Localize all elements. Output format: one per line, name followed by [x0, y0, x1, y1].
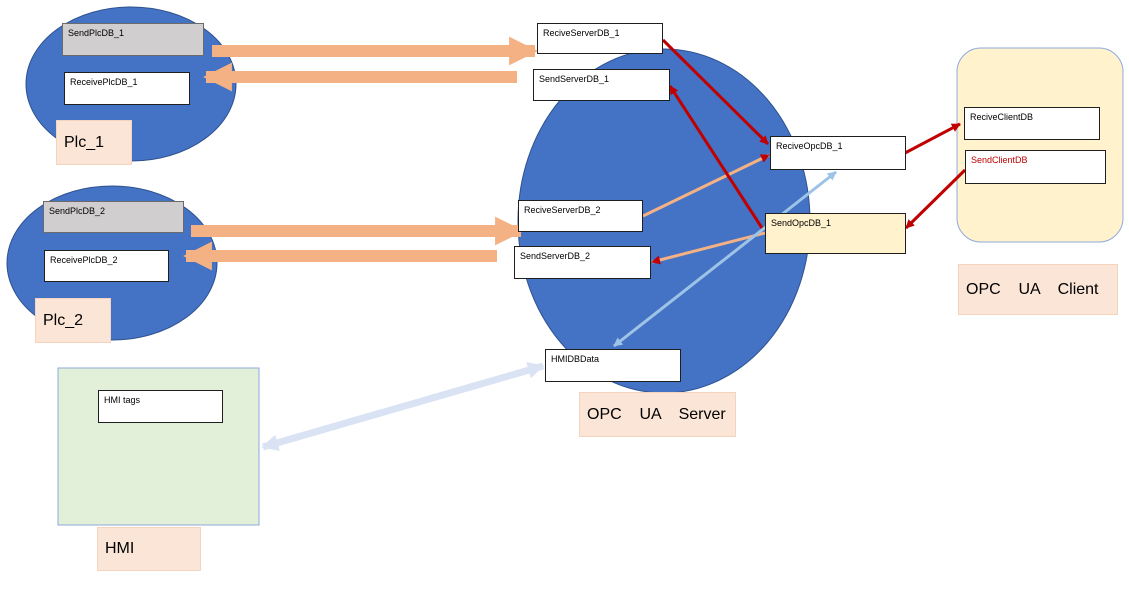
send-opc-db-1-box: SendOpcDB_1 [765, 213, 906, 254]
recive-server-db-1-box: ReciveServerDB_1 [537, 23, 663, 54]
opc-ua-client-label: OPC UA Client [958, 264, 1118, 315]
arrow-hmidb-to-opc-db [613, 170, 837, 348]
opc-ua-server-label: OPC UA Server [579, 392, 736, 437]
send-server-db-2-box: SendServerDB_2 [514, 246, 651, 279]
plc2-label: Plc_2 [35, 298, 111, 343]
send-plc-db-1-box: SendPlcDB_1 [62, 23, 204, 56]
arrow-hmi-to-hmidb [261, 362, 545, 451]
arrow-recive-opc-to-client [904, 122, 961, 155]
recive-client-db-box: ReciveClientDB [964, 107, 1100, 140]
hmi-label: HMI [97, 527, 201, 571]
arrow-client-to-send-opc [904, 168, 967, 230]
recive-opc-db-1-box: ReciveOpcDB_1 [770, 136, 906, 170]
send-plc-db-2-box: SendPlcDB_2 [43, 201, 184, 233]
recive-server-db-2-box: ReciveServerDB_2 [518, 200, 643, 232]
receive-plc-db-2-box: ReceivePlcDB_2 [44, 250, 169, 282]
receive-plc-db-1-box: ReceivePlcDB_1 [64, 72, 190, 105]
hmi-tags-box: HMI tags [98, 390, 223, 423]
send-client-db-box: SendClientDB [965, 150, 1106, 184]
arrow-recive-server-1-to-recive-opc [661, 38, 770, 146]
opc-client-node [956, 47, 1124, 243]
hmi-db-data-box: HMIDBData [545, 349, 681, 382]
plc1-label: Plc_1 [56, 120, 132, 165]
send-server-db-1-box: SendServerDB_1 [533, 69, 670, 101]
